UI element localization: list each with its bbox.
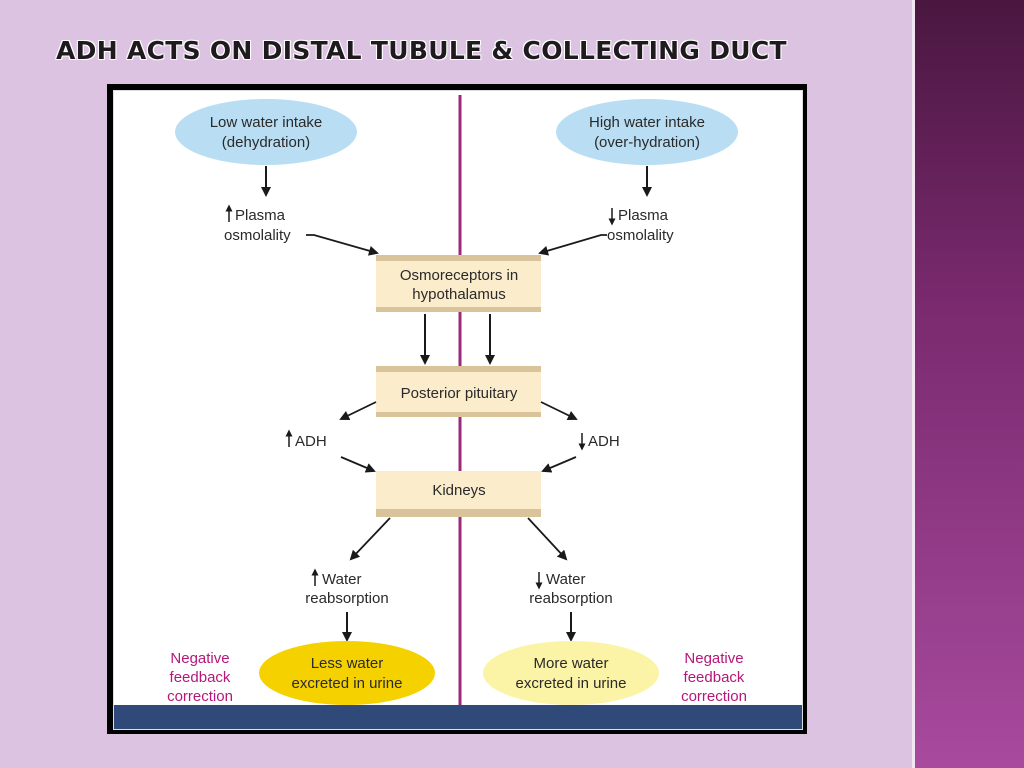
arrow-pituitary-to-left-adh — [339, 401, 377, 421]
less-water-line2: excreted in urine — [292, 675, 403, 692]
osmoreceptors-box — [376, 261, 541, 307]
more-water-ellipse — [483, 641, 659, 705]
adh-feedback-diagram: Low water intake (dehydration) High wate… — [113, 90, 803, 730]
less-water-line1: Less water — [311, 655, 384, 672]
low-intake-ellipse — [175, 99, 357, 165]
osmoreceptors-line1: Osmoreceptors in — [400, 267, 518, 284]
kidneys-label: Kidneys — [432, 482, 485, 499]
high-intake-line1: High water intake — [589, 114, 705, 131]
arrow-right-adh-to-kidneys — [541, 456, 577, 473]
high-intake-line2: (over-hydration) — [594, 134, 700, 151]
left-water-line1: Water — [322, 571, 361, 588]
diagram-frame: Low water intake (dehydration) High wate… — [107, 84, 807, 734]
left-adh-label: ADH — [295, 433, 327, 450]
kidneys-box — [376, 471, 541, 509]
left-feedback-line1: Negative — [170, 650, 229, 667]
arrow-kidneys-to-left-water — [349, 517, 391, 561]
low-intake-line2: (dehydration) — [222, 134, 310, 151]
high-intake-ellipse — [556, 99, 738, 165]
osmoreceptors-box-shade — [376, 255, 541, 261]
low-intake-line1: Low water intake — [210, 114, 323, 131]
posterior-pituitary-box — [376, 372, 541, 412]
left-feedback-line3: correction — [167, 688, 233, 705]
left-plasma-line1: Plasma — [235, 207, 286, 224]
decorative-side-band — [912, 0, 1024, 768]
less-water-ellipse — [259, 641, 435, 705]
right-feedback-line3: correction — [681, 688, 747, 705]
arrow-left-plasma-to-osmo — [306, 234, 379, 256]
osmoreceptors-line2: hypothalamus — [412, 286, 505, 303]
left-feedback-line2: feedback — [170, 669, 231, 686]
right-water-line2: reabsorption — [529, 590, 612, 607]
arrow-right-plasma-to-osmo — [538, 234, 607, 256]
arrow-left-adh-to-kidneys — [340, 456, 376, 473]
right-feedback-line2: feedback — [684, 669, 745, 686]
right-adh-label: ADH — [588, 433, 620, 450]
posterior-pituitary-label: Posterior pituitary — [401, 385, 518, 402]
more-water-line2: excreted in urine — [516, 675, 627, 692]
right-feedback-line1: Negative — [684, 650, 743, 667]
right-plasma-line1: Plasma — [618, 207, 669, 224]
bottom-bar — [114, 705, 802, 729]
slide-title: ADH ACTS ON DISTAL TUBULE & COLLECTING D… — [56, 36, 787, 65]
left-water-line2: reabsorption — [305, 590, 388, 607]
right-water-line1: Water — [546, 571, 585, 588]
arrow-pituitary-to-right-adh — [540, 401, 578, 421]
left-plasma-line2: osmolality — [224, 227, 291, 244]
arrow-kidneys-to-right-water — [527, 517, 568, 561]
right-plasma-line2: osmolality — [607, 227, 674, 244]
more-water-line1: More water — [533, 655, 608, 672]
